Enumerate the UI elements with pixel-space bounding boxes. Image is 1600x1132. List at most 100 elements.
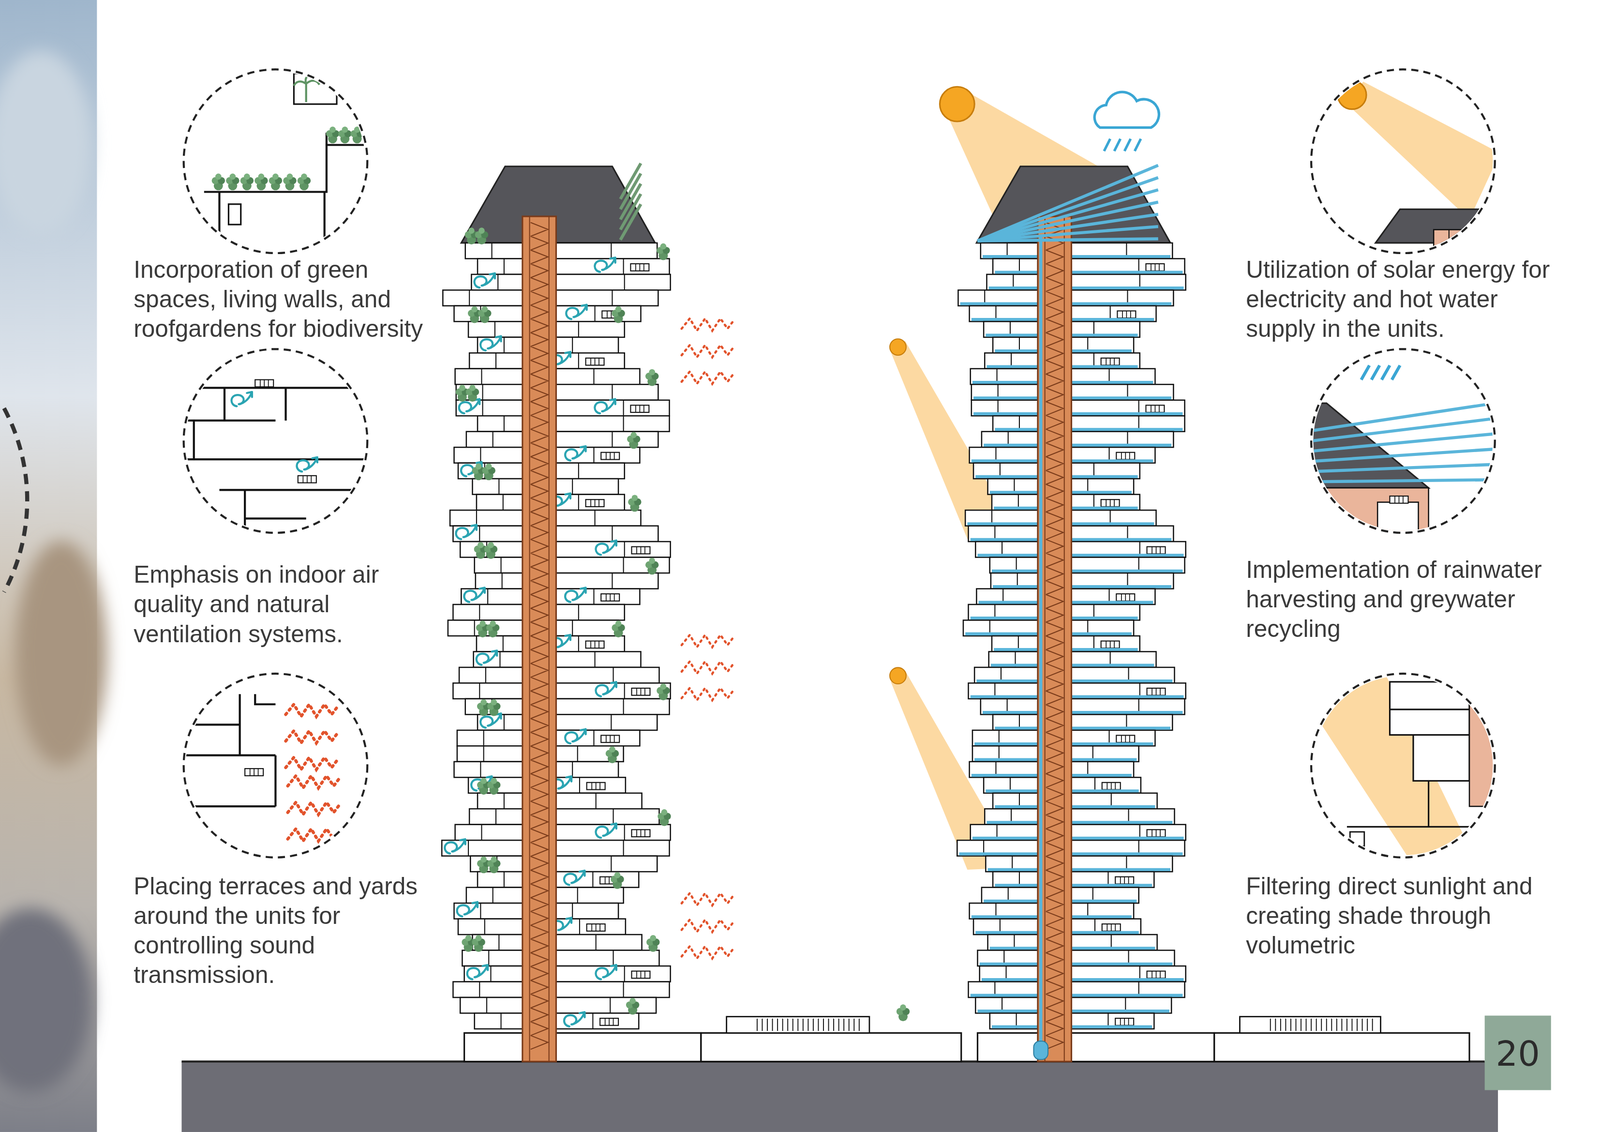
unit-wall bbox=[503, 258, 505, 274]
floor-unit bbox=[992, 714, 1173, 730]
water-pipe bbox=[977, 553, 1184, 557]
tree bbox=[481, 306, 488, 313]
unit-wall bbox=[578, 321, 580, 337]
rain bbox=[1104, 138, 1141, 151]
unit-wall bbox=[476, 509, 478, 526]
window bbox=[1106, 358, 1115, 366]
low-building bbox=[1214, 1032, 1470, 1062]
window bbox=[244, 768, 264, 776]
tree bbox=[471, 306, 478, 313]
window bbox=[1102, 782, 1121, 790]
window bbox=[1151, 404, 1160, 413]
floor-unit bbox=[985, 855, 1173, 872]
floor-unit bbox=[986, 274, 1186, 290]
tree bbox=[660, 243, 667, 250]
rain-collector bbox=[977, 189, 1158, 241]
water-pipe bbox=[994, 270, 1183, 274]
air-swirl bbox=[480, 336, 501, 351]
detail-drawing bbox=[1311, 365, 1496, 534]
ground bbox=[181, 1061, 1498, 1132]
rain-collector bbox=[977, 226, 1158, 241]
water-pipe bbox=[992, 584, 1172, 588]
air-swirl bbox=[594, 257, 615, 272]
window bbox=[605, 1017, 614, 1026]
detail-circle bbox=[1311, 348, 1496, 533]
water-pipe bbox=[982, 710, 1183, 714]
floor-unit bbox=[992, 415, 1185, 432]
window bbox=[1151, 971, 1161, 979]
water-pipe bbox=[970, 993, 1183, 997]
unit-wall bbox=[593, 447, 595, 463]
tree bbox=[630, 432, 637, 439]
floor-unit bbox=[984, 808, 1175, 824]
detail-circle bbox=[1311, 69, 1496, 254]
window bbox=[1121, 452, 1130, 460]
photo-blur bbox=[15, 540, 108, 766]
unit-wall bbox=[578, 635, 580, 652]
window bbox=[1106, 923, 1116, 931]
low-building bbox=[464, 1032, 702, 1062]
floor-unit bbox=[456, 400, 670, 416]
window bbox=[591, 782, 600, 790]
window bbox=[631, 687, 651, 696]
window bbox=[586, 782, 606, 790]
unit-wall bbox=[502, 494, 504, 510]
air-swirl bbox=[564, 1011, 585, 1027]
floor-unit bbox=[981, 431, 1174, 448]
unit-wall bbox=[503, 792, 505, 809]
rain-collector bbox=[977, 177, 1158, 241]
unit-wall bbox=[610, 242, 612, 259]
unit-wall bbox=[623, 839, 625, 856]
unit-wall bbox=[611, 572, 613, 589]
unit-wall bbox=[492, 887, 494, 903]
window bbox=[635, 404, 644, 413]
page-number: 20 bbox=[1495, 1031, 1541, 1073]
rain-collector bbox=[1311, 403, 1496, 431]
unit-wall bbox=[467, 839, 469, 856]
page-number-box: 20 bbox=[1484, 1015, 1552, 1091]
air-swirl bbox=[474, 273, 495, 288]
shade-beam bbox=[1308, 668, 1470, 857]
floor-unit bbox=[987, 934, 1158, 950]
unit-wall bbox=[624, 682, 626, 699]
floor-unit bbox=[989, 557, 1185, 573]
tree bbox=[300, 173, 308, 180]
window bbox=[1390, 495, 1409, 504]
tree bbox=[342, 126, 349, 134]
sound-wave bbox=[285, 703, 339, 770]
water-pipe bbox=[987, 867, 1171, 871]
unit-wall bbox=[495, 808, 497, 824]
pavilion bbox=[1240, 1016, 1381, 1033]
sun bbox=[889, 338, 907, 356]
floor-unit bbox=[471, 274, 671, 290]
tree bbox=[465, 934, 472, 942]
tree bbox=[490, 855, 497, 863]
air-swirl bbox=[566, 304, 587, 320]
unit-wall bbox=[623, 698, 625, 715]
window bbox=[606, 734, 615, 743]
floor-unit bbox=[455, 824, 671, 840]
air-swirl bbox=[463, 587, 485, 602]
eco-tower-systems bbox=[957, 165, 1186, 1062]
floor-unit bbox=[452, 682, 671, 699]
detail-drawing bbox=[1337, 80, 1500, 271]
unit-wall bbox=[495, 352, 497, 369]
unit-wall bbox=[578, 604, 580, 620]
window bbox=[585, 358, 605, 366]
rain-collector bbox=[977, 239, 1158, 241]
air-swirl bbox=[231, 391, 252, 407]
unit-wall bbox=[624, 274, 626, 290]
floor-unit bbox=[968, 682, 1186, 699]
floor-unit bbox=[975, 997, 1172, 1013]
window bbox=[1102, 923, 1121, 931]
unit-wall bbox=[623, 981, 625, 997]
door bbox=[228, 204, 241, 225]
water-pipe bbox=[994, 726, 1171, 730]
tree bbox=[489, 620, 496, 627]
window bbox=[1151, 546, 1161, 554]
unit-wall bbox=[480, 824, 482, 840]
tree bbox=[660, 683, 667, 690]
caption-text: Filtering direct sunlight and creating s… bbox=[1245, 871, 1553, 960]
floor-unit bbox=[477, 415, 670, 432]
